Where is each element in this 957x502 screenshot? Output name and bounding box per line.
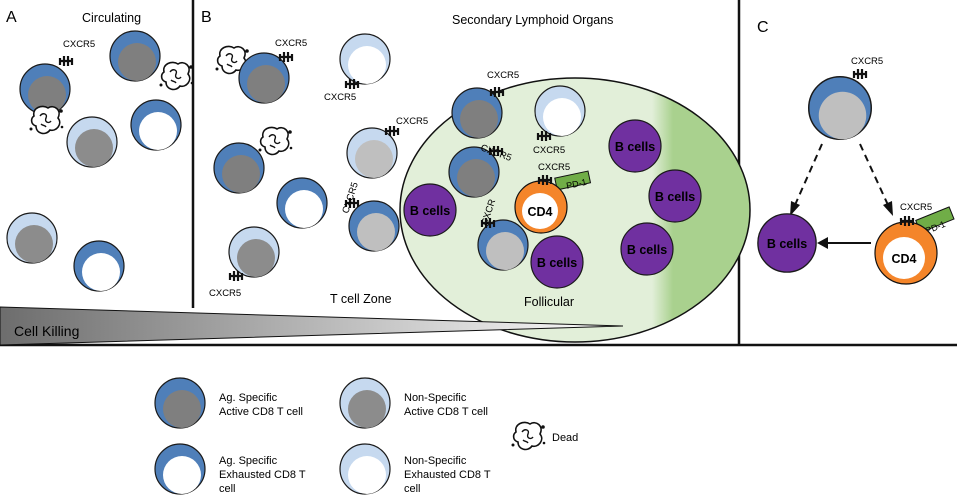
arrowhead-icon: [817, 237, 828, 249]
cxcr5-label: CXCR5: [487, 70, 519, 81]
ag-active-cell: [808, 76, 872, 140]
legend-ag-active-line1: Ag. Specific: [219, 392, 278, 404]
b-cell-label: B cells: [615, 140, 655, 154]
nonspec-active-cell: [228, 226, 280, 278]
panel-c-letter: C: [757, 19, 769, 36]
ag-active-cell: [109, 30, 161, 82]
panel-b-title: Secondary Lymphoid Organs: [452, 13, 613, 27]
legend-nonspec-active-line1: Non-Specific: [404, 392, 467, 404]
nonspec-active-cell: [66, 116, 118, 168]
arrow-to-bcell: [794, 143, 823, 206]
pd1-receptor: [554, 170, 592, 191]
arrow-to-cd4: [859, 143, 889, 206]
dead-cell-icon: [257, 126, 294, 156]
legend-nonspec-exhausted-line3: cell: [404, 483, 421, 495]
ag-exhausted-cell: [130, 99, 182, 151]
cxcr5-label: CXCR5: [851, 56, 883, 67]
cxcr5-label: CXCR5: [538, 162, 570, 173]
panel-a-title: Circulating: [82, 11, 141, 25]
cell-killing-label: Cell Killing: [14, 323, 79, 339]
cd4-nucleus: [522, 193, 558, 229]
cxcr5-label: CXCR5: [275, 38, 307, 49]
ag-exhausted-cell: [276, 177, 328, 229]
ag-active-cell: [348, 200, 400, 252]
ag-active-cell: [238, 52, 290, 104]
follicular-label: Follicular: [524, 295, 574, 309]
cxcr5-receptor-icon: [57, 54, 75, 68]
panel-a: CXCR5: [6, 30, 195, 292]
legend-ag-exhausted-line1: Ag. Specific: [219, 455, 278, 467]
legend-nonspec-exhausted-line1: Non-Specific: [404, 455, 467, 467]
legend-dead-label: Dead: [552, 432, 578, 444]
cxcr5-label: CXCR5: [63, 39, 95, 50]
cell-killing-gradient: [0, 306, 624, 346]
ag-exhausted-cell: [73, 240, 125, 292]
nonspec-active-cell: [6, 212, 58, 264]
legend-nonspec-exhausted-line2: Exhausted CD8 T: [404, 469, 491, 481]
legend-nonspec-active-swatch: [339, 377, 391, 429]
legend-dead-icon: [510, 421, 547, 451]
cxcr5-label: CXCR5: [533, 145, 565, 156]
panel-a-letter: A: [6, 9, 17, 26]
cxcr5-label: CXCR5: [900, 202, 932, 213]
b-cell-label: B cells: [627, 243, 667, 257]
cd4-nucleus: [883, 237, 925, 279]
nonspec-exhausted-cell: [339, 33, 391, 85]
pd1-label: PD-1: [565, 177, 587, 191]
legend-nonspec-active-line2: Active CD8 T cell: [404, 406, 488, 418]
panel-c: CXCR5 B cells PD-1 CD4 CXCR5: [757, 56, 955, 285]
legend-ag-exhausted-line2: Exhausted CD8 T: [219, 469, 306, 481]
b-cell-label: B cells: [537, 256, 577, 270]
cxcr5-label: CXCR5: [396, 116, 428, 127]
dead-cell-icon: [158, 61, 195, 91]
follicle-region: [399, 77, 751, 343]
nonspec-exhausted-cell: [534, 85, 586, 137]
ag-active-cell: [213, 142, 265, 194]
legend-ag-active-line2: Active CD8 T cell: [219, 406, 303, 418]
arrowhead-icon: [790, 201, 800, 216]
cd4-label: CD4: [891, 252, 916, 266]
cxcr5-receptor-icon: [851, 67, 869, 81]
panel-b-letter: B: [201, 9, 212, 26]
legend-ag-active-swatch: [154, 377, 206, 429]
cxcr5-label: CXCR5: [324, 92, 356, 103]
legend-ag-exhausted-line3: cell: [219, 483, 236, 495]
b-cell-label: B cells: [655, 190, 695, 204]
b-cell-label: B cells: [767, 237, 807, 251]
arrowhead-icon: [883, 201, 893, 216]
dead-cell-icon: [28, 105, 65, 135]
b-cell-label: B cells: [410, 204, 450, 218]
legend-ag-exhausted-swatch: [154, 443, 206, 495]
cd4-label: CD4: [527, 205, 552, 219]
legend: Ag. Specific Active CD8 T cell Non-Speci…: [154, 377, 578, 495]
legend-nonspec-exhausted-swatch: [339, 443, 391, 495]
panel-b: CXCR5 CXCR5 CXCR5 CXCR5 CXCR5 B cells CX…: [209, 33, 751, 343]
t-cell-zone-label: T cell Zone: [330, 292, 392, 306]
cxcr5-label: CXCR5: [209, 288, 241, 299]
